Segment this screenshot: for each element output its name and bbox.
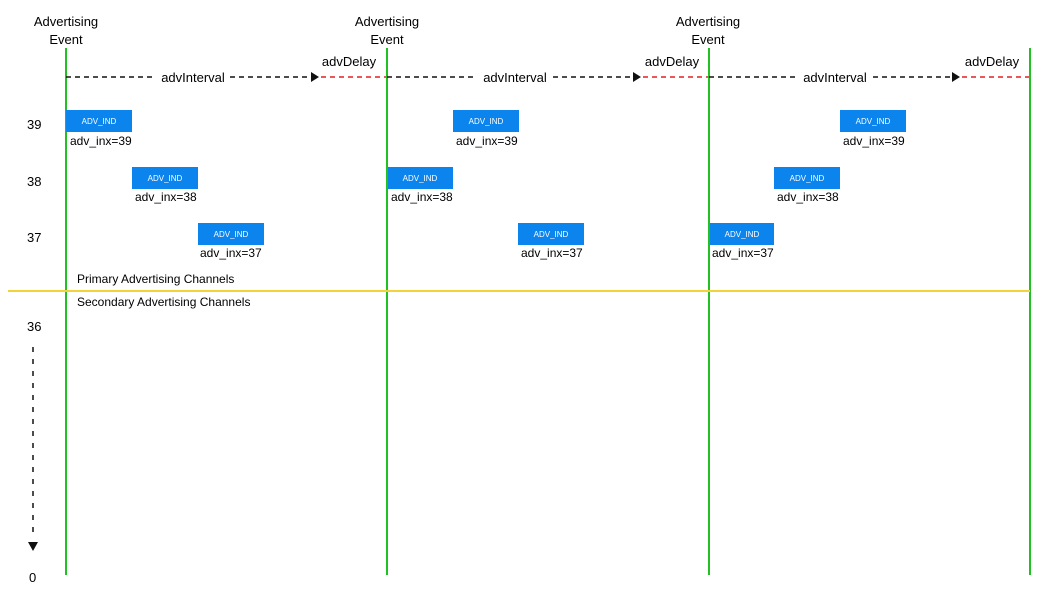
channel-label-39: 39 <box>27 117 41 132</box>
adv-ind-pdu-label: ADV_IND <box>534 230 569 239</box>
adv-ind-pdu-label: ADV_IND <box>82 117 117 126</box>
event-label-2-line1: Advertising <box>355 14 419 29</box>
adv-inx-label-e2-ch38: adv_inx=38 <box>391 190 453 204</box>
adv-interval-label-3: advInterval <box>803 70 867 85</box>
channel-label-38: 38 <box>27 174 41 189</box>
adv-ind-pdu-e1-ch37 <box>198 223 264 245</box>
adv-ind-pdu-e2-ch39 <box>453 110 519 132</box>
secondary-channels-label: Secondary Advertising Channels <box>77 295 250 309</box>
adv-ind-pdu-e3-ch37 <box>710 223 774 245</box>
adv-interval-arrow-2 <box>633 72 641 82</box>
adv-inx-label-e3-ch38: adv_inx=38 <box>777 190 839 204</box>
adv-ind-pdu-e1-ch39 <box>66 110 132 132</box>
adv-interval-arrow-1 <box>311 72 319 82</box>
adv-ind-pdu-label: ADV_IND <box>725 230 760 239</box>
event-label-1-line2: Event <box>49 32 83 47</box>
adv-ind-pdu-label: ADV_IND <box>403 174 438 183</box>
adv-ind-pdu-e2-ch38 <box>388 167 453 189</box>
adv-ind-pdu-e3-ch38 <box>774 167 840 189</box>
adv-interval-arrow-3 <box>952 72 960 82</box>
event-label-3-line2: Event <box>691 32 725 47</box>
secondary-channel-axis-arrow <box>28 542 38 551</box>
adv-inx-label-e1-ch38: adv_inx=38 <box>135 190 197 204</box>
adv-interval-label-1: advInterval <box>161 70 225 85</box>
event-label-1-line1: Advertising <box>34 14 98 29</box>
adv-inx-label-e2-ch37: adv_inx=37 <box>521 246 583 260</box>
adv-inx-label-e1-ch39: adv_inx=39 <box>70 134 132 148</box>
event-label-3-line1: Advertising <box>676 14 740 29</box>
adv-ind-pdu-label: ADV_IND <box>469 117 504 126</box>
adv-ind-pdu-e1-ch38 <box>132 167 198 189</box>
adv-ind-pdu-label: ADV_IND <box>856 117 891 126</box>
adv-inx-label-e1-ch37: adv_inx=37 <box>200 246 262 260</box>
adv-inx-label-e3-ch39: adv_inx=39 <box>843 134 905 148</box>
adv-inx-label-e3-ch37: adv_inx=37 <box>712 246 774 260</box>
adv-delay-label-1: advDelay <box>322 54 377 69</box>
adv-inx-label-e2-ch39: adv_inx=39 <box>456 134 518 148</box>
channel-label-37: 37 <box>27 230 41 245</box>
adv-ind-pdu-e2-ch37 <box>518 223 584 245</box>
event-label-2-line2: Event <box>370 32 404 47</box>
adv-ind-pdu-label: ADV_IND <box>790 174 825 183</box>
adv-interval-label-2: advInterval <box>483 70 547 85</box>
adv-ind-pdu-label: ADV_IND <box>148 174 183 183</box>
adv-ind-pdu-e3-ch39 <box>840 110 906 132</box>
channel-label-36: 36 <box>27 319 41 334</box>
primary-channels-label: Primary Advertising Channels <box>77 272 234 286</box>
channel-label-0: 0 <box>29 570 36 585</box>
adv-delay-label-2: advDelay <box>645 54 700 69</box>
adv-ind-pdu-label: ADV_IND <box>214 230 249 239</box>
adv-delay-label-3: advDelay <box>965 54 1020 69</box>
